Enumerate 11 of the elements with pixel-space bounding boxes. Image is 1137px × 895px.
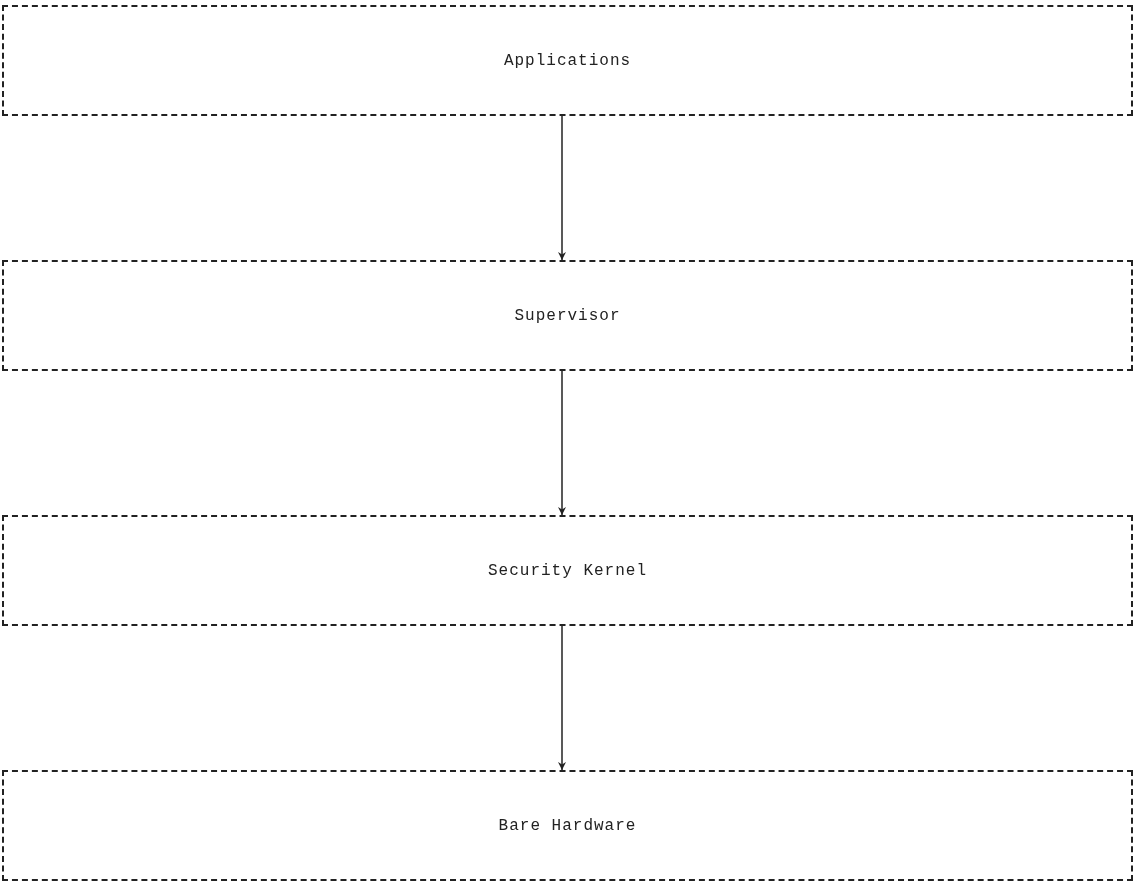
layer-box bbox=[2, 770, 1133, 881]
layer-label: Supervisor bbox=[514, 306, 621, 325]
layer-box bbox=[2, 515, 1133, 626]
layer-label: Bare Hardware bbox=[498, 816, 637, 835]
arrow bbox=[558, 625, 566, 771]
arrow bbox=[558, 370, 566, 516]
arrow bbox=[558, 115, 566, 261]
layer-label: Applications bbox=[503, 51, 632, 70]
layer-label: Security Kernel bbox=[488, 561, 647, 580]
layer-box bbox=[2, 260, 1133, 371]
layer-box bbox=[2, 5, 1133, 116]
